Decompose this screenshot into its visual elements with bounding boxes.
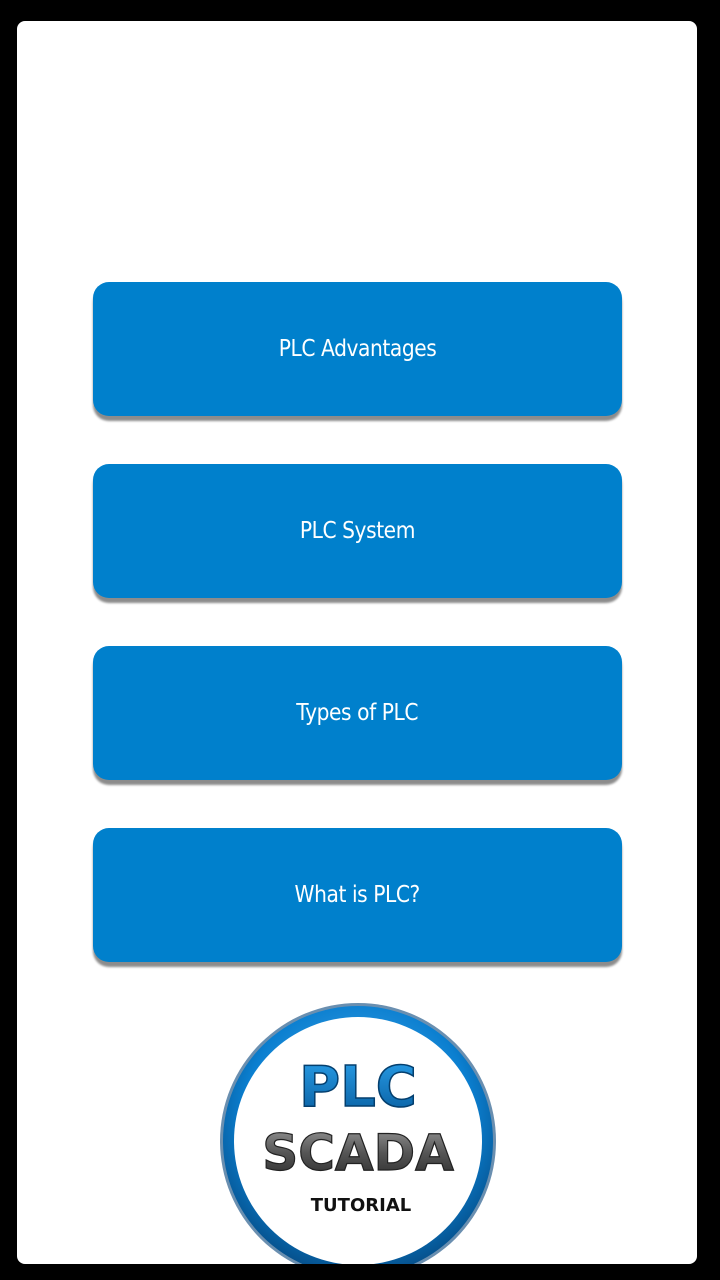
logo-tutorial-text: TUTORIAL xyxy=(311,1195,411,1216)
logo-plc-text: PLC xyxy=(299,1055,417,1120)
plc-system-button[interactable]: PLC System xyxy=(93,464,622,598)
plc-scada-tutorial-logo: PLC SCADA TUTORIAL xyxy=(220,1003,496,1264)
logo-scada-text: SCADA xyxy=(262,1124,454,1182)
types-of-plc-label: Types of PLC xyxy=(296,700,419,726)
what-is-plc-label: What is PLC? xyxy=(294,882,421,908)
types-of-plc-button[interactable]: Types of PLC xyxy=(93,646,622,780)
plc-advantages-button[interactable]: PLC Advantages xyxy=(93,282,622,416)
main-card: PLC Advantages PLC System Types of PLC W… xyxy=(17,21,697,1264)
what-is-plc-button[interactable]: What is PLC? xyxy=(93,828,622,962)
plc-system-label: PLC System xyxy=(299,518,416,544)
logo-inner-disc xyxy=(234,1017,482,1264)
plc-advantages-label: PLC Advantages xyxy=(278,336,437,362)
